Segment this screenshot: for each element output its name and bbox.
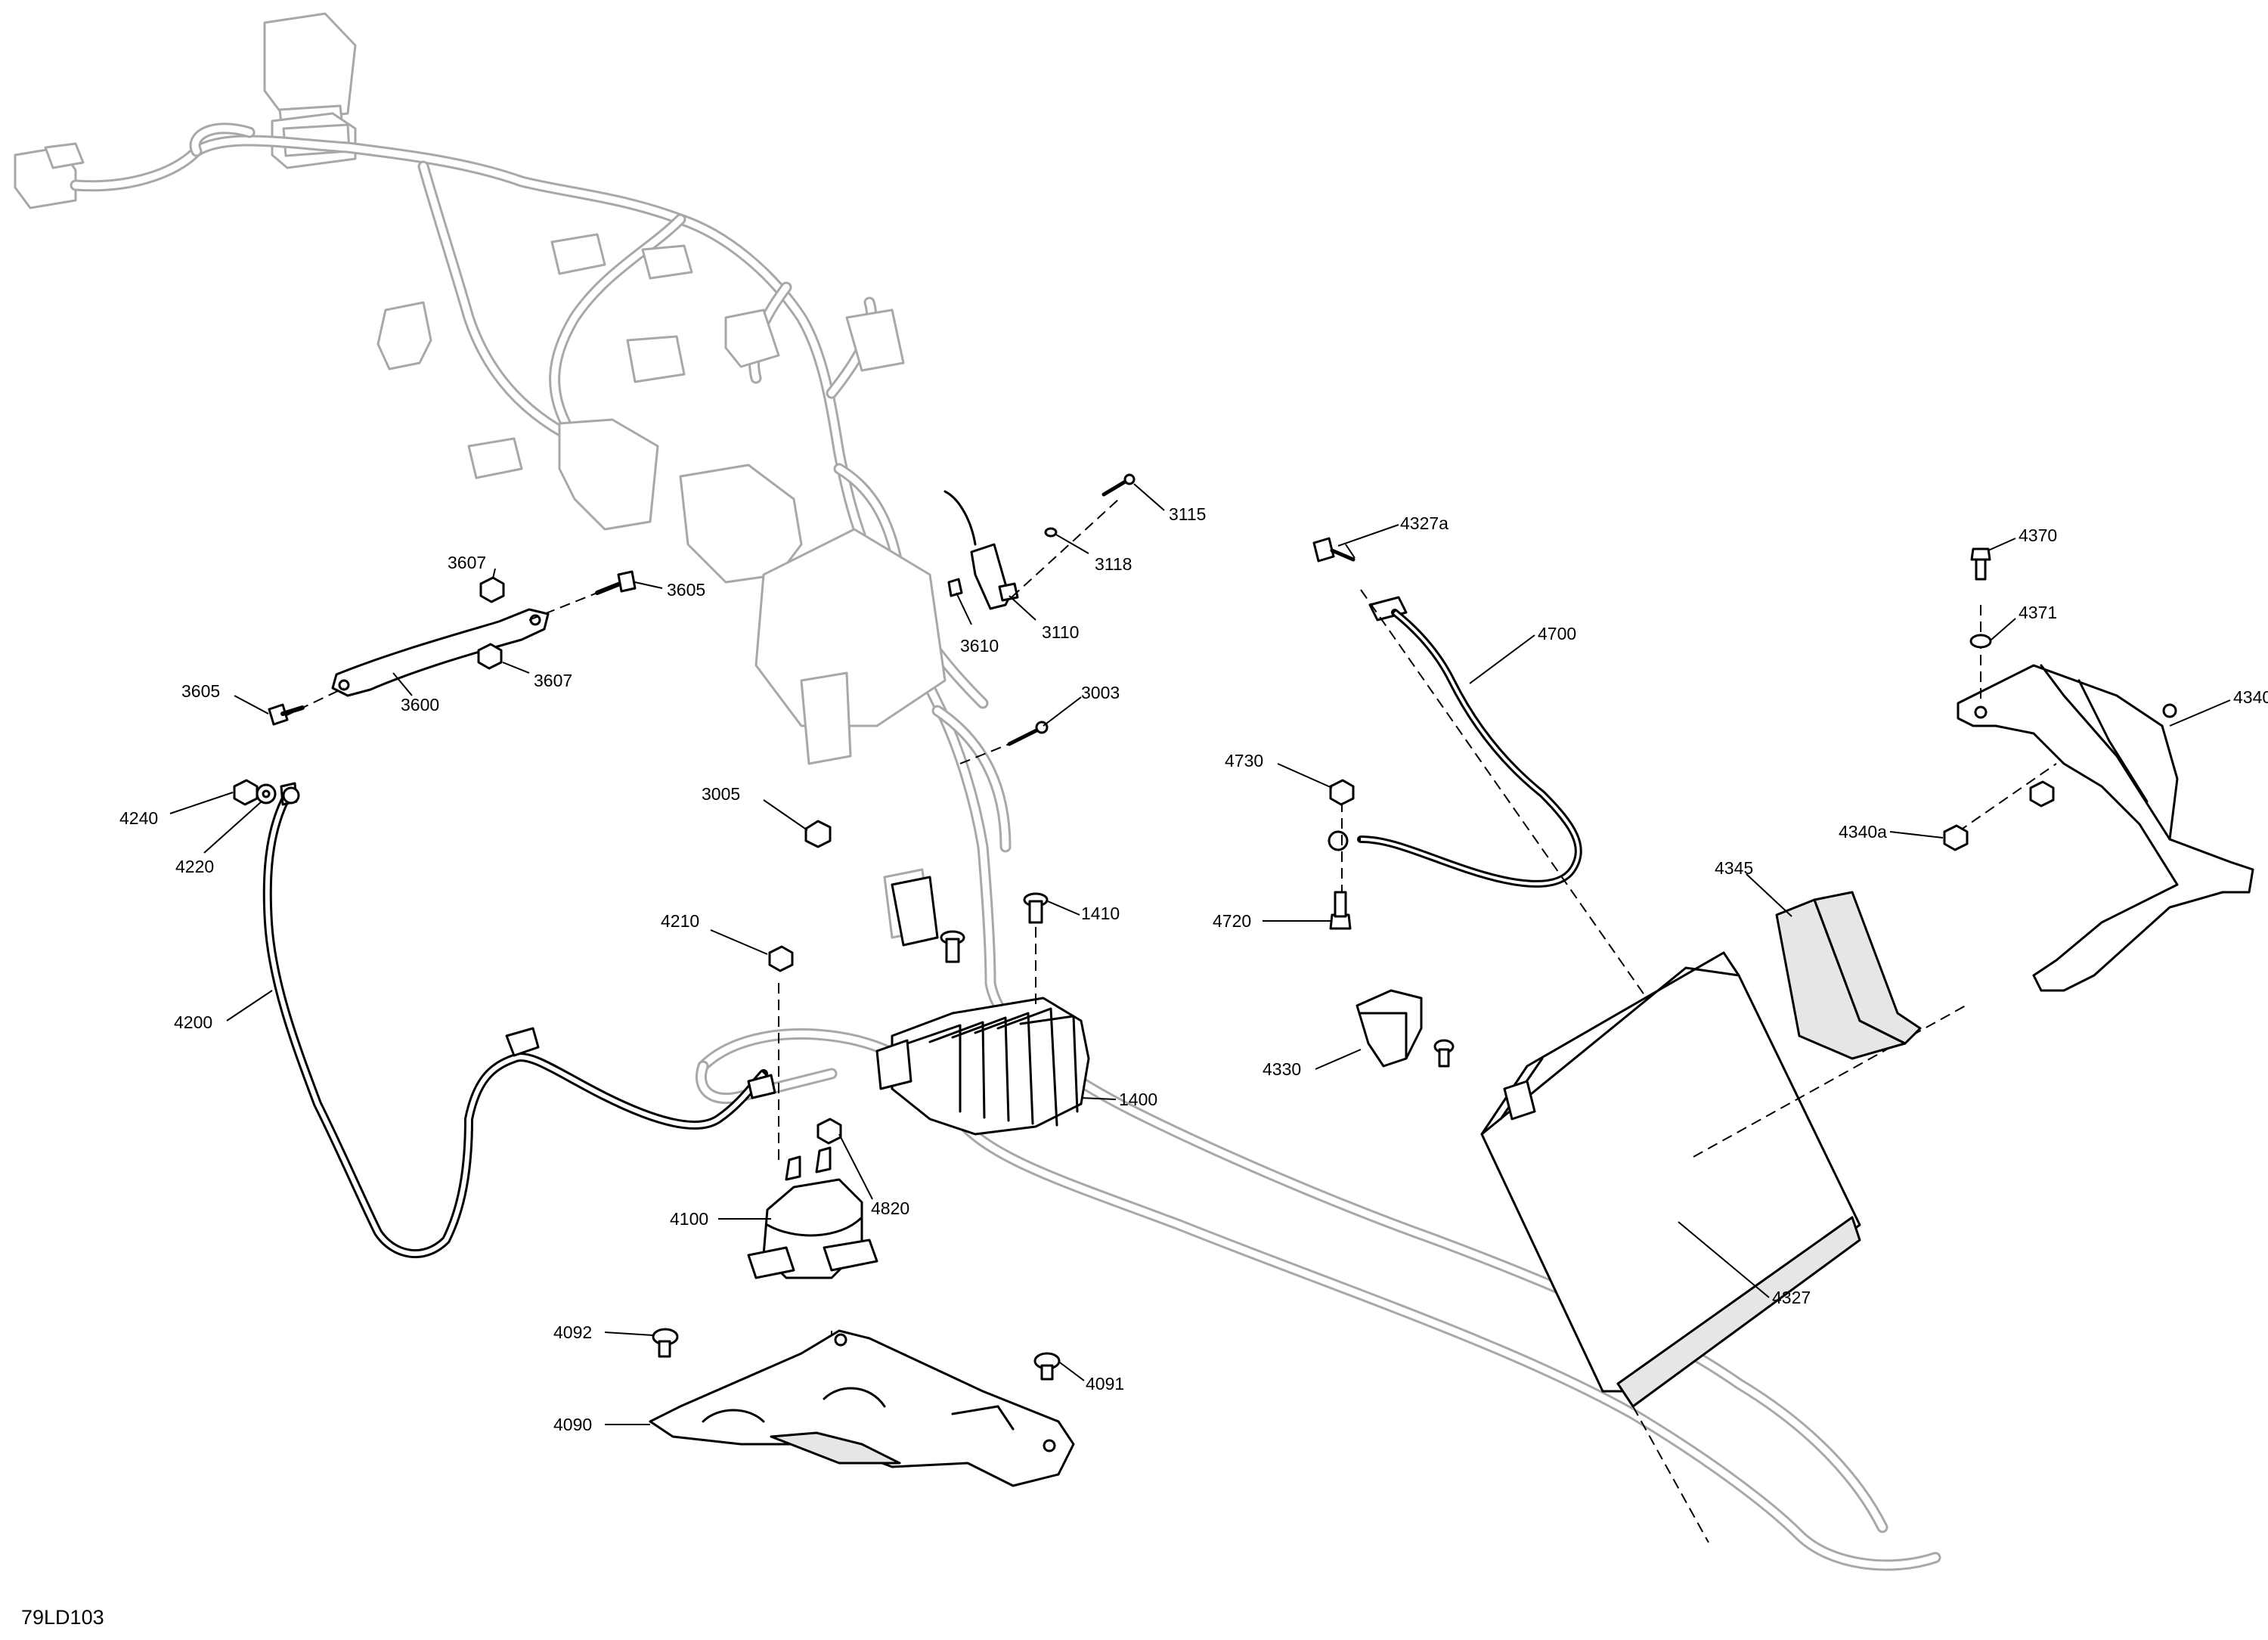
nut-4820	[816, 1118, 842, 1145]
nut-4730	[1329, 779, 1355, 806]
drawing-id: 79LD103	[21, 1606, 104, 1629]
screw-4327a	[1312, 537, 1356, 563]
callout-3607-a: 3607	[448, 553, 486, 572]
callout-4092: 4092	[553, 1322, 592, 1342]
sensor-3110	[943, 490, 1019, 610]
bolt-3605-a	[595, 570, 637, 595]
bolt-4720	[1329, 891, 1352, 930]
callout-4330: 4330	[1263, 1059, 1301, 1079]
callout-4091: 4091	[1086, 1374, 1124, 1394]
callout-4327a: 4327a	[1400, 513, 1448, 533]
screw-3003	[1007, 721, 1049, 746]
callout-4220: 4220	[175, 857, 214, 876]
battery-bracket-4340	[1957, 664, 2254, 992]
terminal-cover-4330	[1356, 989, 1423, 1068]
nut-4340a	[1943, 824, 1969, 851]
pad-4345	[1775, 891, 1922, 1060]
callout-3600: 3600	[401, 695, 439, 715]
washer-4220	[256, 783, 277, 804]
nut-4340a-b	[2029, 780, 2055, 808]
callout-3607-b: 3607	[534, 671, 572, 690]
callout-4345: 4345	[1715, 858, 1753, 878]
nut-3005	[804, 820, 832, 848]
nut-3607-a	[479, 576, 505, 603]
callout-3605-b: 3605	[181, 681, 220, 701]
screw-4330	[1433, 1039, 1455, 1068]
nut-3607-b	[477, 643, 503, 670]
callout-3115: 3115	[1169, 504, 1206, 524]
washer-4371	[1969, 634, 1992, 649]
solenoid-4100	[747, 1146, 878, 1279]
callout-4340: 4340	[2233, 687, 2268, 707]
support-plate-4090	[649, 1329, 1075, 1487]
screw-1410-b	[940, 930, 965, 963]
battery-4327	[1480, 951, 1861, 1408]
nut-4210	[768, 945, 794, 972]
callout-4327: 4327	[1772, 1288, 1811, 1307]
leader-lines	[169, 483, 2231, 1425]
callout-4371: 4371	[2019, 603, 2057, 622]
callout-3118: 3118	[1095, 554, 1132, 574]
callout-3005: 3005	[702, 784, 740, 804]
callout-3003: 3003	[1081, 683, 1120, 702]
callout-4100: 4100	[670, 1209, 708, 1229]
washer-3118	[1044, 527, 1058, 538]
callout-3610: 3610	[960, 636, 999, 656]
callout-4210: 4210	[661, 911, 699, 931]
callout-1400: 1400	[1119, 1090, 1157, 1109]
callout-4370: 4370	[2019, 525, 2057, 545]
callout-4720: 4720	[1213, 911, 1251, 931]
callout-labels: 3115 3118 3110 3610 3607 3605 3607 3605 …	[119, 504, 2268, 1434]
main-wiring-harness	[14, 12, 1941, 1571]
bolt-4370	[1970, 547, 1991, 581]
screw-4092	[652, 1328, 679, 1358]
callout-4090: 4090	[553, 1415, 592, 1434]
regulator-connector	[891, 876, 939, 947]
bracket-3600	[331, 608, 550, 697]
callout-4820: 4820	[871, 1198, 909, 1218]
callout-3605-a: 3605	[667, 580, 705, 600]
callout-4700: 4700	[1538, 624, 1576, 643]
callout-4200: 4200	[174, 1012, 212, 1032]
screw-4091	[1033, 1352, 1061, 1381]
screw-3115	[1101, 473, 1136, 497]
regulator-1400	[875, 997, 1090, 1136]
callout-4730: 4730	[1225, 751, 1263, 770]
nut-4240	[233, 779, 259, 806]
bolt-3605-b	[268, 703, 305, 726]
callout-4340a: 4340a	[1839, 822, 1887, 842]
callout-3110: 3110	[1042, 622, 1079, 642]
callout-4240: 4240	[119, 808, 158, 828]
callout-1410: 1410	[1081, 904, 1120, 923]
cable-4200	[262, 782, 776, 1258]
screw-1410	[1023, 892, 1049, 924]
